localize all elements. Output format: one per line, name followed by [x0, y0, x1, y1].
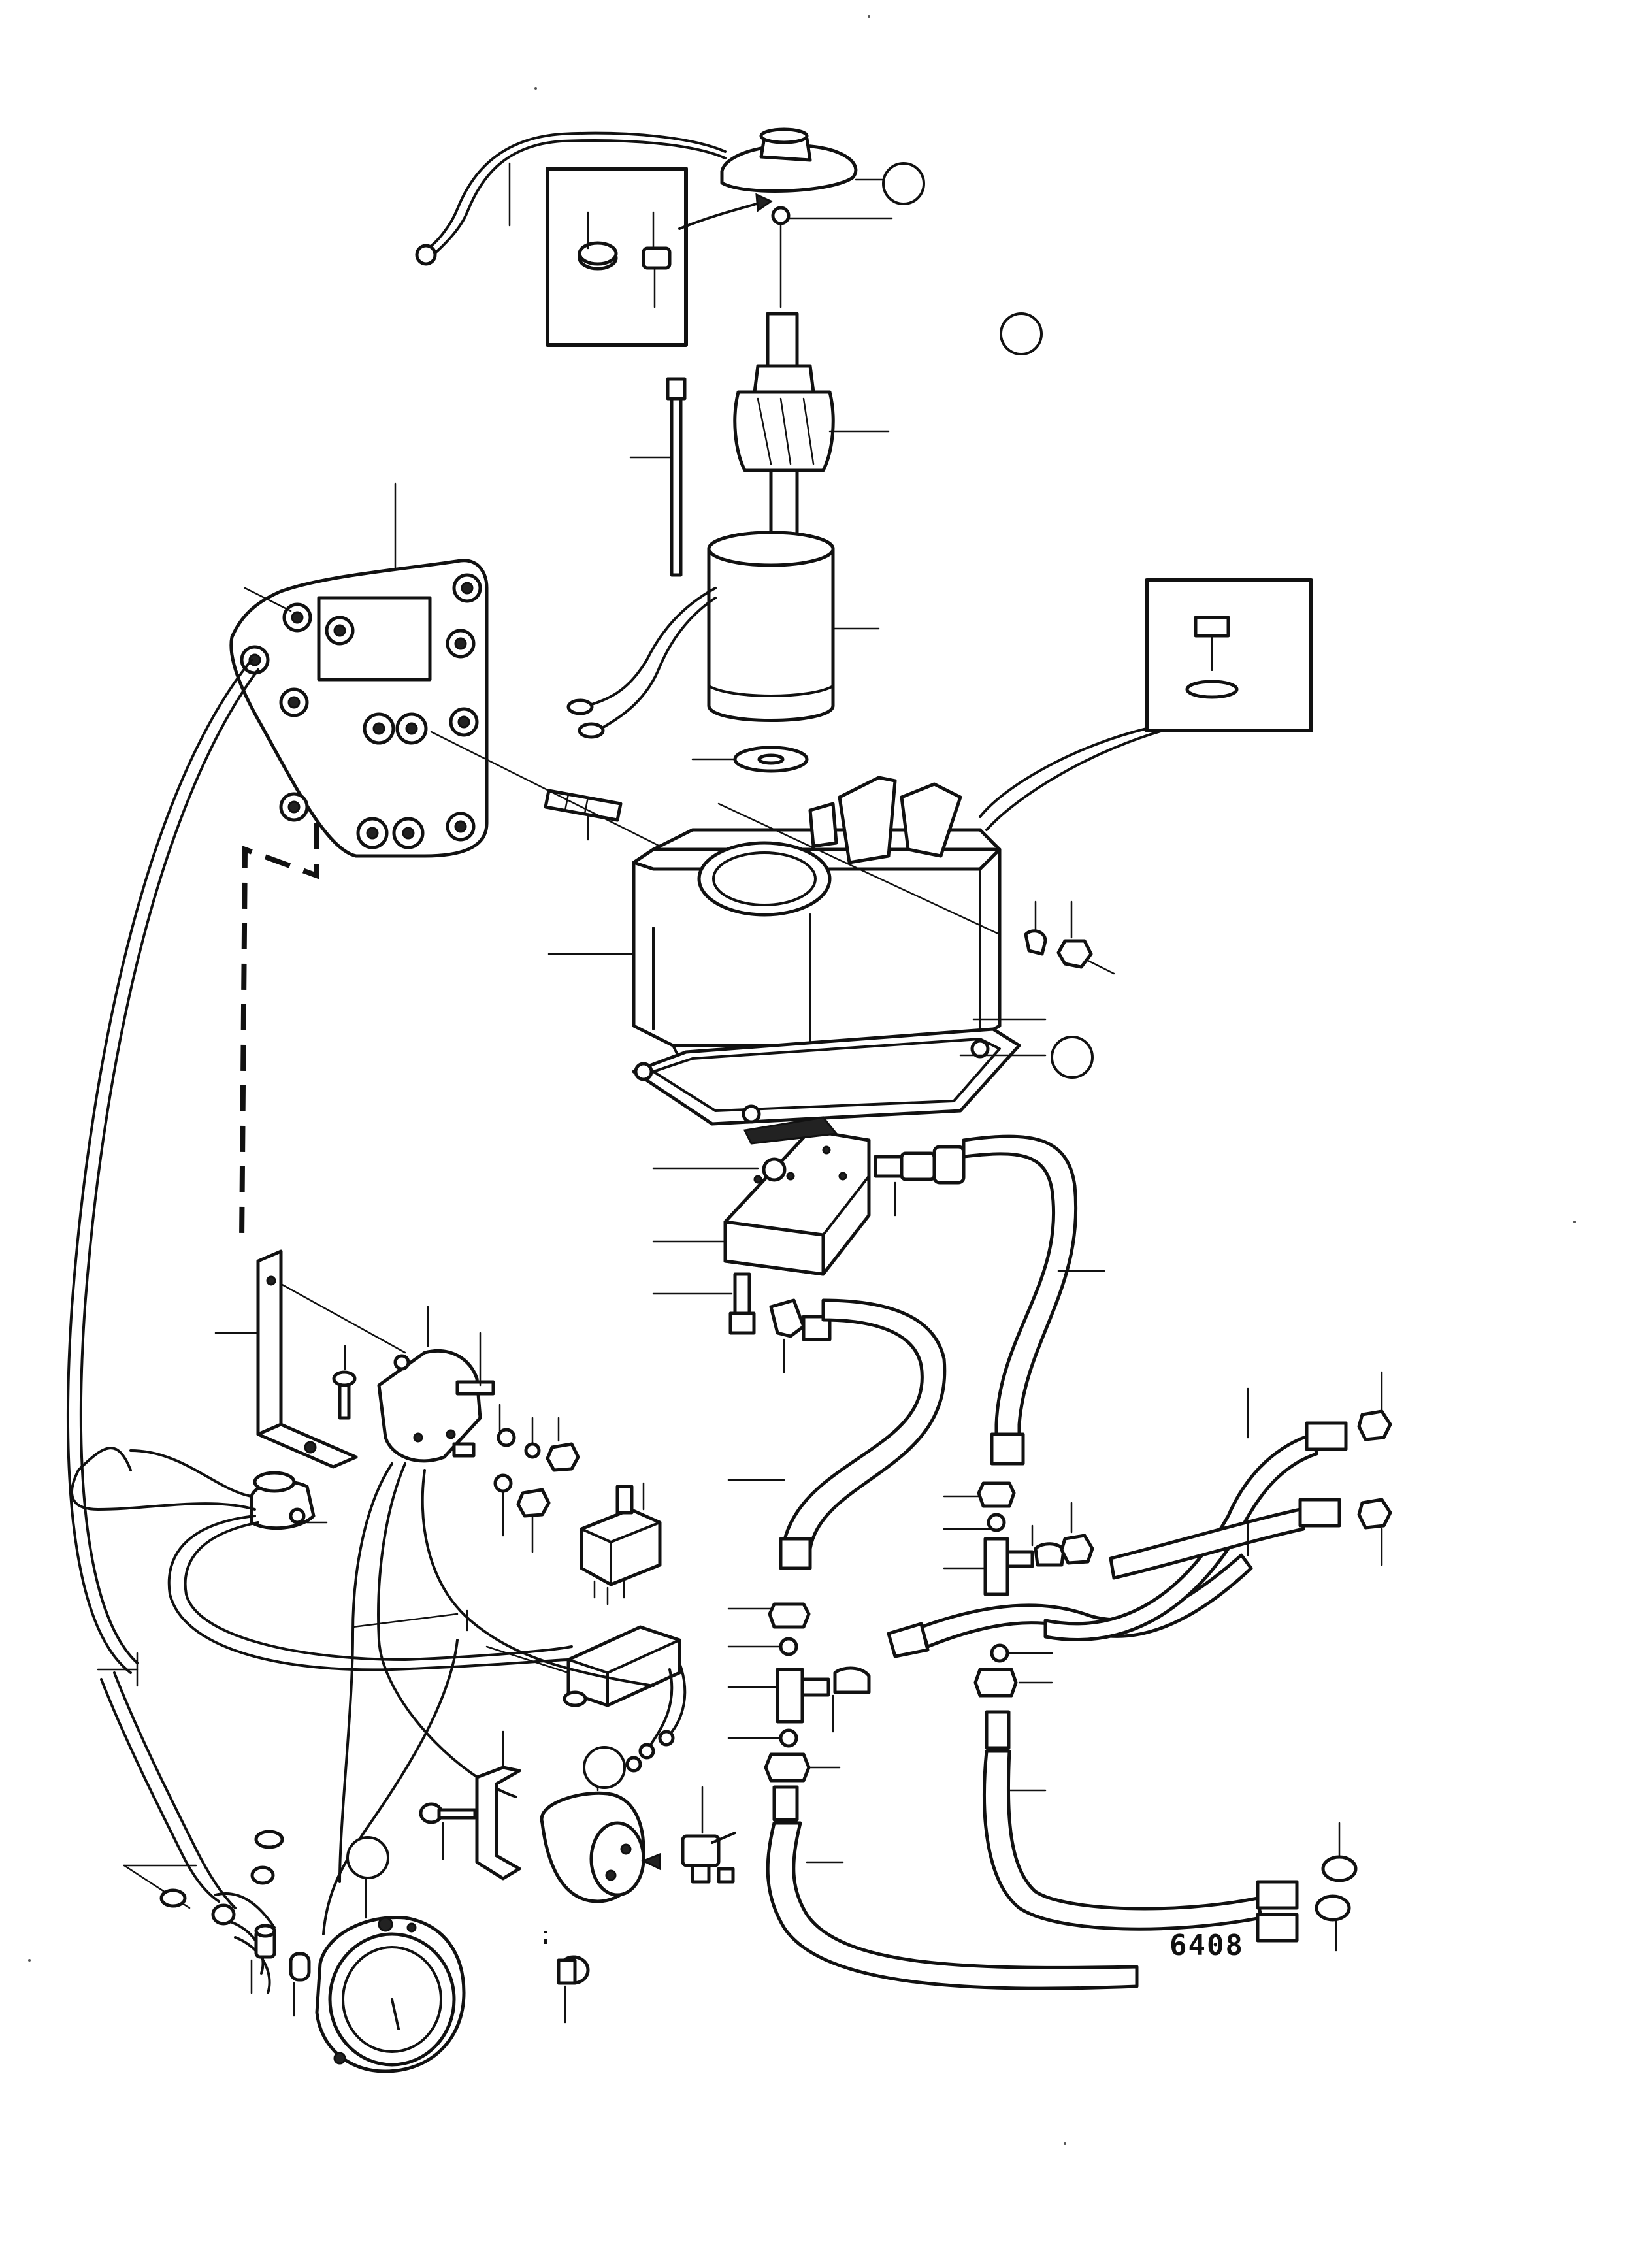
elbow-fitting [769, 1298, 832, 1341]
bulb-holders [254, 1924, 311, 1982]
mounting-block [723, 1116, 871, 1276]
callout-circle [882, 162, 925, 205]
long-stud [666, 377, 687, 577]
sender-cap [720, 127, 858, 225]
leader-line [1087, 959, 1115, 975]
inset-box-clip-detail [546, 167, 774, 347]
sensor-hose-lower [1109, 1498, 1392, 1580]
sender-cable [415, 131, 727, 266]
leader-line [244, 587, 292, 612]
callout-circle [1051, 1036, 1094, 1079]
fittings-right-column [973, 1481, 1094, 1750]
angle-bracket [256, 1249, 358, 1469]
small-nuts-washers [493, 1428, 580, 1518]
inset-box-screw-detail [979, 578, 1313, 831]
scan-specks [28, 15, 1576, 2145]
push-button [544, 1931, 590, 1985]
relay [580, 1485, 662, 1605]
sensor-bottom-right [1256, 1855, 1358, 1943]
hose-bottom-left [766, 1821, 1139, 1990]
callout-circle [1000, 312, 1043, 355]
mounting-bracket-plate [229, 559, 489, 858]
large-gauge [315, 1915, 466, 2073]
grommet-sensor [250, 1471, 316, 1530]
hose-upper-right [962, 1134, 1078, 1466]
leader-line [717, 802, 1001, 936]
hose-bottom-right [983, 1749, 1263, 1931]
leader-line [351, 1613, 459, 1628]
fittings-left-column [764, 1602, 871, 1822]
cross-pipe [887, 1553, 1253, 1658]
housing-clip-and-nut [1024, 929, 1093, 969]
gauge-bracket [475, 1766, 521, 1881]
toggle-switch [681, 1832, 736, 1884]
diagram-reference-number: 6408 [1169, 1929, 1244, 1962]
hose-left [779, 1298, 947, 1570]
leader-line [280, 1283, 406, 1354]
screw-bracket [419, 1802, 477, 1824]
rotor-shaft-assembly [733, 312, 835, 551]
cap-screw [728, 1272, 756, 1335]
ring-terminals [159, 1690, 587, 1926]
small-gauge [540, 1791, 661, 1903]
callout-circle [583, 1746, 626, 1789]
callout-circle [346, 1836, 389, 1879]
upper-fitting [874, 1145, 966, 1185]
leader-line [485, 1645, 570, 1674]
pressure-switch [377, 1349, 495, 1463]
coil-canister [566, 531, 835, 739]
dashed-alignment-line [239, 823, 319, 1242]
small-screw [332, 1370, 357, 1420]
terminal-block [566, 1625, 687, 1773]
wiring-harness [67, 659, 655, 1994]
gasket-base-plate [632, 1027, 1021, 1126]
main-housing [632, 776, 1002, 1073]
